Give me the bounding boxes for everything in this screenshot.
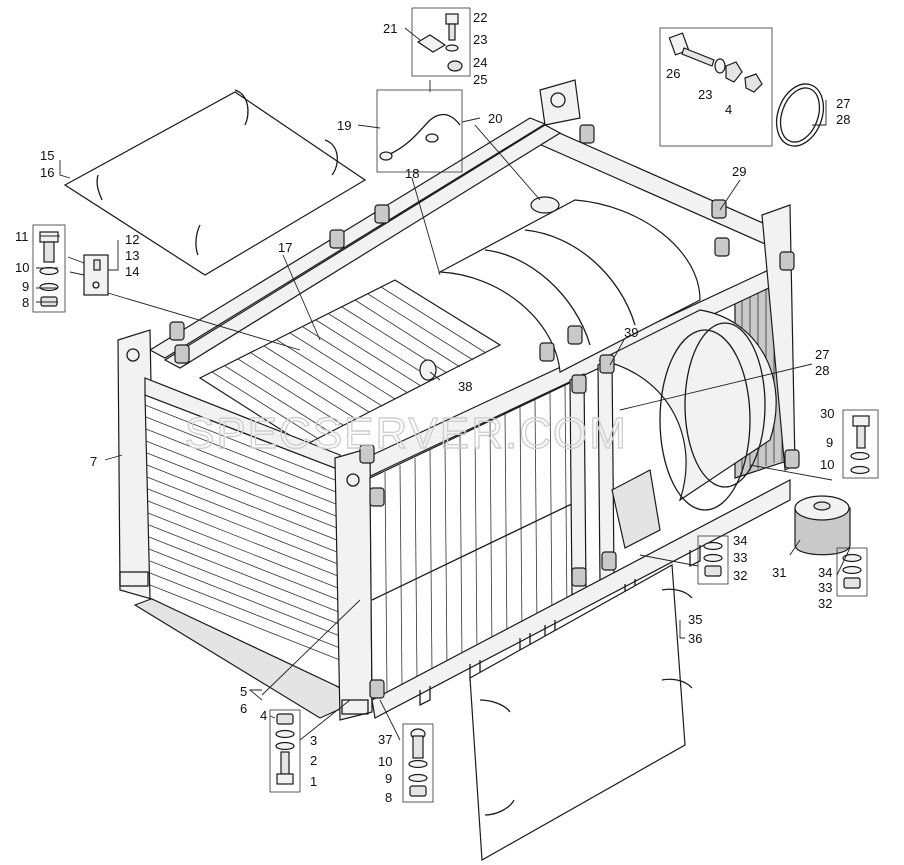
callout-19: 19 <box>337 118 351 133</box>
callout-17: 17 <box>278 240 292 255</box>
ground-strap <box>376 89 463 173</box>
callout-7: 7 <box>90 454 97 469</box>
callout-9: 9 <box>22 279 29 294</box>
callout-4: 4 <box>725 102 732 117</box>
callout-21: 21 <box>383 21 397 36</box>
tank-strap-1 <box>484 249 591 346</box>
callout-20: 20 <box>488 111 502 126</box>
callout-33b: 33 <box>818 580 832 595</box>
callout-36: 36 <box>688 631 702 646</box>
callout-22: 22 <box>473 10 487 25</box>
fan-ring-rear <box>684 322 766 488</box>
front-radiator-fins <box>144 404 346 663</box>
callout-4b: 4 <box>260 708 267 723</box>
leader-lines <box>36 27 851 741</box>
callout-39: 39 <box>624 325 638 340</box>
base-rail <box>371 479 791 719</box>
callout-23b: 23 <box>698 87 712 102</box>
nut-stack-right <box>836 547 868 597</box>
callout-15: 15 <box>40 148 54 163</box>
lifting-eye <box>419 359 437 381</box>
callout-14: 14 <box>125 264 139 279</box>
callout-38: 38 <box>458 379 472 394</box>
callout-13: 13 <box>125 248 139 263</box>
door-frame-post <box>597 357 615 583</box>
top-fastener-kit <box>411 7 471 77</box>
callout-35: 35 <box>688 612 702 627</box>
callout-34: 34 <box>733 533 747 548</box>
callout-25: 25 <box>473 72 487 87</box>
nut-stack-middle <box>697 535 729 585</box>
callout-10c: 10 <box>378 754 392 769</box>
callout-3: 3 <box>310 733 317 748</box>
callout-2: 2 <box>310 753 317 768</box>
callout-30: 30 <box>820 406 834 421</box>
enclosure-assembly <box>117 79 800 721</box>
callout-28b: 28 <box>815 363 829 378</box>
hose-clamp <box>775 83 825 147</box>
callout-33: 33 <box>733 550 747 565</box>
fan-support-bracket <box>611 469 661 549</box>
tank-filler-cap <box>530 196 560 214</box>
bolt-stack-right <box>842 409 879 479</box>
top-cover-lid <box>63 89 367 276</box>
callout-32b: 32 <box>818 596 832 611</box>
callout-34b: 34 <box>818 565 832 580</box>
roof-louvre-panel <box>198 279 502 446</box>
rubber-isolator <box>794 495 851 556</box>
callout-6: 6 <box>240 701 247 716</box>
bracket-plate <box>83 254 109 296</box>
callout-27: 27 <box>836 96 850 111</box>
callout-1: 1 <box>310 774 317 789</box>
callout-12: 12 <box>125 232 139 247</box>
callout-28: 28 <box>836 112 850 127</box>
fuel-tank <box>437 199 701 373</box>
callout-29: 29 <box>732 164 746 179</box>
callout-24: 24 <box>473 55 487 70</box>
callout-32: 32 <box>733 568 747 583</box>
access-door <box>469 564 693 861</box>
bolt-stack-bottom <box>402 723 434 803</box>
callout-8: 8 <box>22 295 29 310</box>
bolt-stack-left <box>32 224 66 313</box>
side-vertical-post <box>569 373 587 597</box>
rear-lifting-lug <box>539 79 581 126</box>
callout-27b: 27 <box>815 347 829 362</box>
callout-37: 37 <box>378 732 392 747</box>
callout-16: 16 <box>40 165 54 180</box>
callout-11: 11 <box>15 229 29 244</box>
callout-23: 23 <box>473 32 487 47</box>
top-clamps <box>169 124 800 699</box>
fan-ring <box>659 329 751 511</box>
front-corner-post <box>334 447 373 721</box>
callout-18: 18 <box>405 166 419 181</box>
callout-labels: 15 16 11 10 9 8 12 13 14 7 17 18 19 20 2… <box>15 10 850 805</box>
callout-10b: 10 <box>820 457 834 472</box>
top-front-rail-inner <box>163 124 562 369</box>
tank-strap-2 <box>524 229 636 326</box>
side-panel-slats <box>384 384 568 694</box>
callout-9c: 9 <box>385 771 392 786</box>
callout-8b: 8 <box>385 790 392 805</box>
callout-10: 10 <box>15 260 29 275</box>
watermark: SPECSERVER.COM <box>185 409 628 458</box>
roof-louvre-slats <box>211 286 487 439</box>
fan-shroud <box>598 309 777 502</box>
callout-26: 26 <box>666 66 680 81</box>
callout-5: 5 <box>240 684 247 699</box>
callout-31: 31 <box>772 565 786 580</box>
bolt-stack-bottom-left <box>269 709 301 793</box>
bolt-nut-kit <box>659 27 773 147</box>
callout-9b: 9 <box>826 435 833 450</box>
